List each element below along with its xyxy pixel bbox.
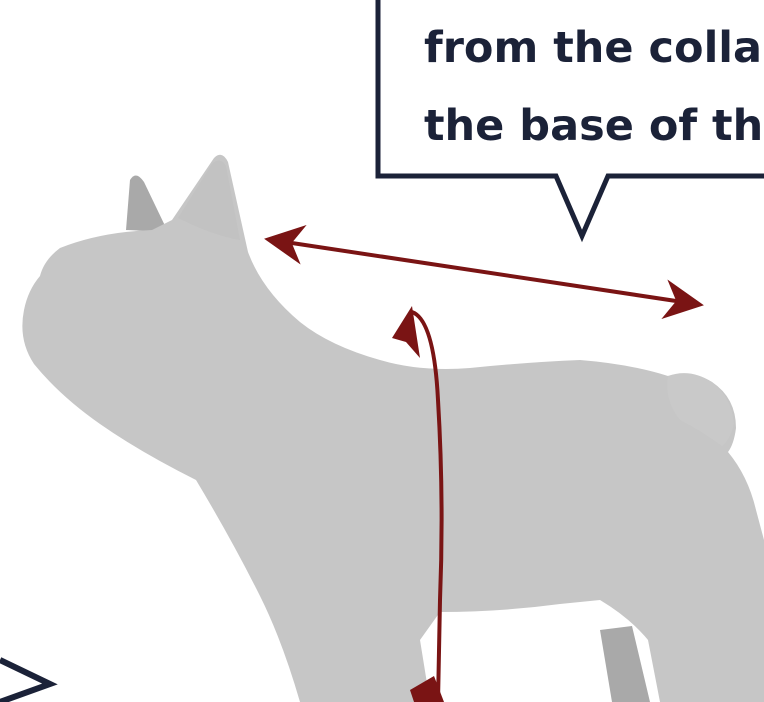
chevron-right-icon xyxy=(0,660,50,702)
callout-line-2: the base of th xyxy=(424,101,763,151)
callout-bubble: from the colla the base of th xyxy=(378,0,764,236)
callout-line-1: from the colla xyxy=(424,23,762,73)
back-length-arrow xyxy=(272,240,696,304)
dog-silhouette xyxy=(22,155,764,702)
dog-far-ear xyxy=(126,175,168,232)
dog-far-hind-leg xyxy=(600,626,650,702)
dog-body xyxy=(22,155,764,702)
